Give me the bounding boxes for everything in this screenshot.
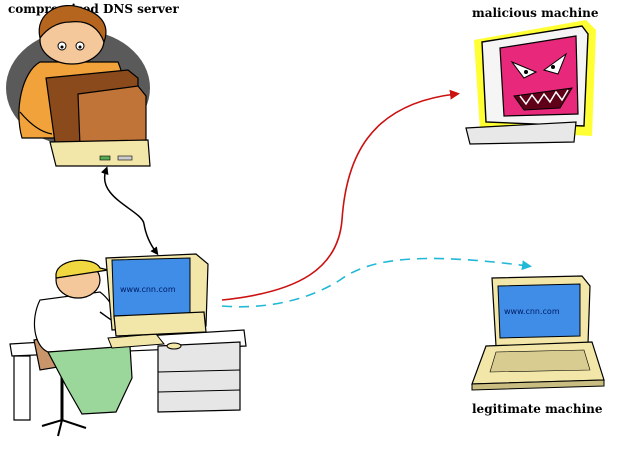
legit-screen-url: www.cnn.com [504,307,560,316]
user-at-computer-icon: www.cnn.com [9,253,247,437]
label-legitimate-machine: legitimate machine [472,402,603,416]
malicious-redirect-link [221,89,460,301]
dns-query-link [100,166,159,256]
laptop-icon: www.cnn.com [471,275,605,391]
legitimate-intended-link [221,257,532,308]
devil-monitor-icon [465,20,596,145]
client-screen-url: www.cnn.com [120,285,176,294]
hacker-at-computer-icon [6,4,151,167]
label-malicious-machine: malicious machine [472,6,599,20]
